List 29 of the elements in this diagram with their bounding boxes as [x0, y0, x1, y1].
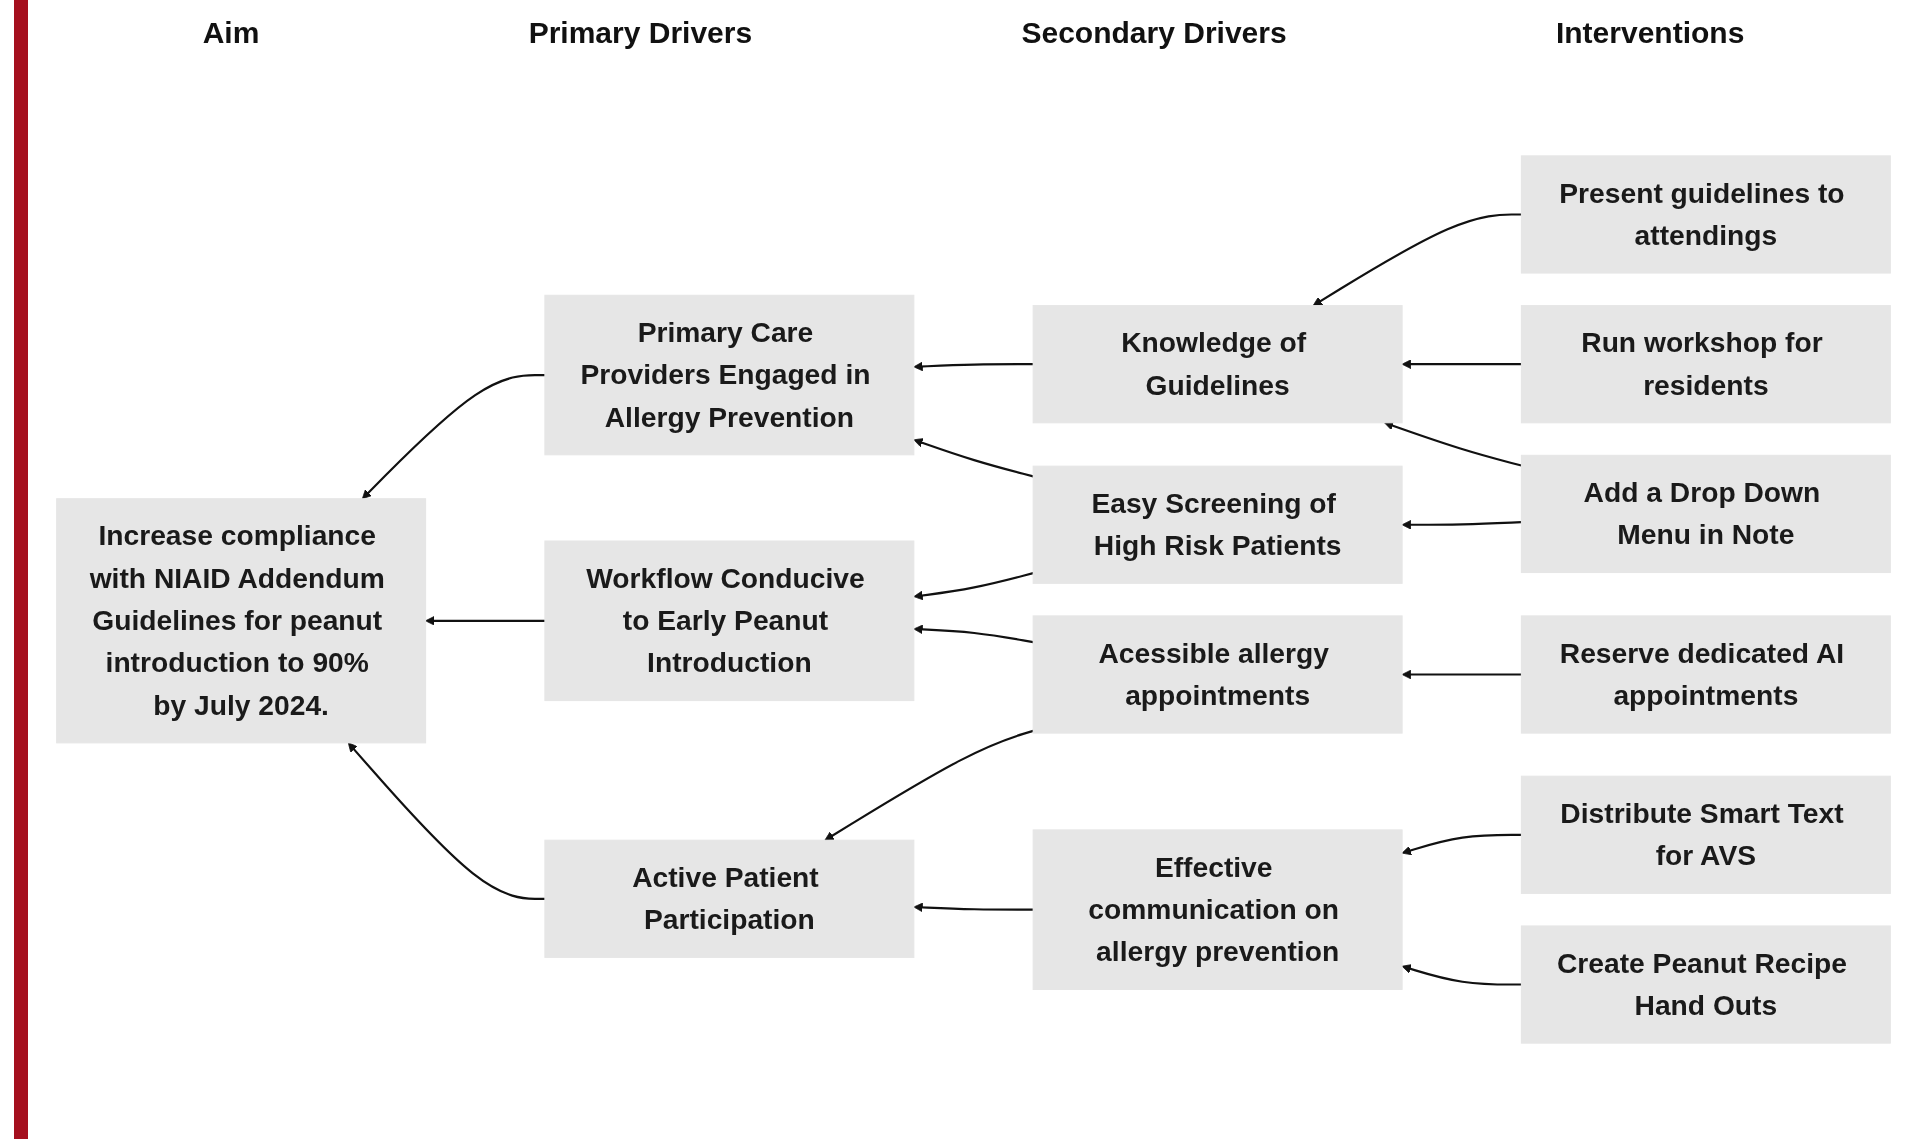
- arrow: [425, 616, 545, 626]
- arrow: [913, 572, 1034, 601]
- arrow: [913, 902, 1034, 913]
- arrow: [1384, 421, 1522, 467]
- node-box: Run workshop for residents: [1520, 305, 1891, 424]
- arrow: [913, 438, 1034, 478]
- node-box: Active Patient Participation: [544, 839, 915, 958]
- column-heading: Secondary Drivers: [1021, 16, 1287, 50]
- column-heading: Interventions: [1555, 16, 1745, 50]
- node-box: Increase compliance with NIAID Addendum Guidelines for peanut introduction to 90% by July 2024.: [56, 498, 427, 744]
- node-box: Primary Care Providers Engaged in Allergy Prevention: [544, 294, 915, 456]
- node-box: Create Peanut Recipe Hand Outs: [1520, 925, 1891, 1044]
- arrow: [824, 729, 1034, 841]
- arrow: [347, 742, 545, 900]
- column-heading: Primary Drivers: [528, 16, 753, 50]
- node-box: Knowledge of Guidelines: [1032, 305, 1403, 424]
- node-box: Distribute Smart Text for AVS: [1520, 775, 1891, 894]
- arrow: [361, 373, 545, 500]
- arrow: [913, 624, 1034, 644]
- node-box: Easy Screening of High Risk Patients: [1032, 465, 1403, 584]
- column-heading: Aim: [202, 16, 260, 50]
- node-box: Acessible allergy appointments: [1032, 615, 1403, 734]
- node-box: Reserve dedicated AI appointments: [1520, 615, 1891, 734]
- arrow: [1312, 213, 1522, 307]
- node-box: Effective communication on allergy prevention: [1032, 829, 1403, 990]
- arrow: [913, 361, 1034, 372]
- node-box: Present guidelines to attendings: [1520, 155, 1891, 274]
- node-box: Workflow Conducive to Early Peanut Introduction: [544, 540, 915, 702]
- node-box: Add a Drop Down Menu in Note: [1520, 454, 1891, 574]
